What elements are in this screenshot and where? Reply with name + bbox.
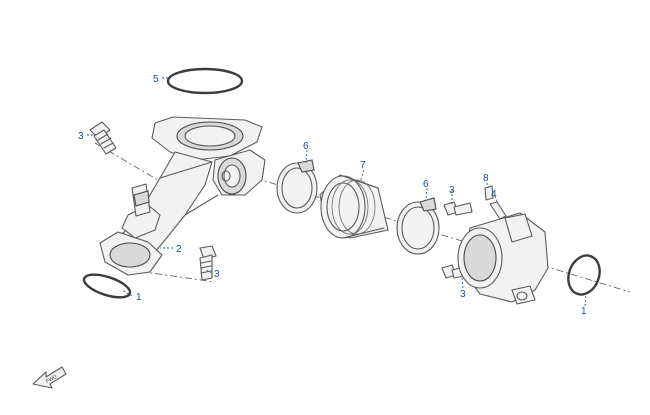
- hose-clamp-right[interactable]: [396, 197, 440, 255]
- hose-clamp-left[interactable]: [276, 159, 318, 214]
- o-ring-lower-left[interactable]: [81, 270, 132, 302]
- intake-manifold-body[interactable]: [99, 116, 266, 276]
- callout-3-lower-middle: 3: [214, 269, 220, 280]
- bolt-right-top[interactable]: [443, 201, 473, 216]
- callout-6-right: 6: [423, 179, 429, 190]
- callout-leader-lines: [87, 77, 587, 307]
- callout-1-right: 1: [581, 306, 587, 317]
- bolt-lower-middle[interactable]: [199, 245, 217, 281]
- sensor-fitting[interactable]: [484, 185, 507, 220]
- o-ring-top[interactable]: [166, 67, 244, 95]
- rubber-intake-boot[interactable]: [319, 174, 389, 239]
- forward-direction-arrow-icon: FWD: [32, 366, 67, 389]
- callout-labels: 5 3 2 3 1 6 7 6 3 8 4 3 1: [78, 74, 587, 317]
- callout-7: 7: [360, 160, 366, 171]
- callout-3-right-bottom: 3: [460, 289, 466, 300]
- callout-3-top-left: 3: [78, 131, 84, 142]
- o-ring-right[interactable]: [563, 251, 605, 299]
- callout-3-right-top: 3: [449, 185, 455, 196]
- bolt-top-left[interactable]: [89, 121, 117, 155]
- fwd-label: FWD: [45, 374, 58, 385]
- callout-2: 2: [176, 244, 182, 255]
- callout-5: 5: [153, 74, 159, 85]
- callout-8: 8: [483, 173, 489, 184]
- callout-1-lower-left: 1: [136, 292, 142, 303]
- callout-6-left: 6: [303, 141, 309, 152]
- callout-4: 4: [491, 189, 497, 200]
- throttle-housing[interactable]: [457, 212, 549, 305]
